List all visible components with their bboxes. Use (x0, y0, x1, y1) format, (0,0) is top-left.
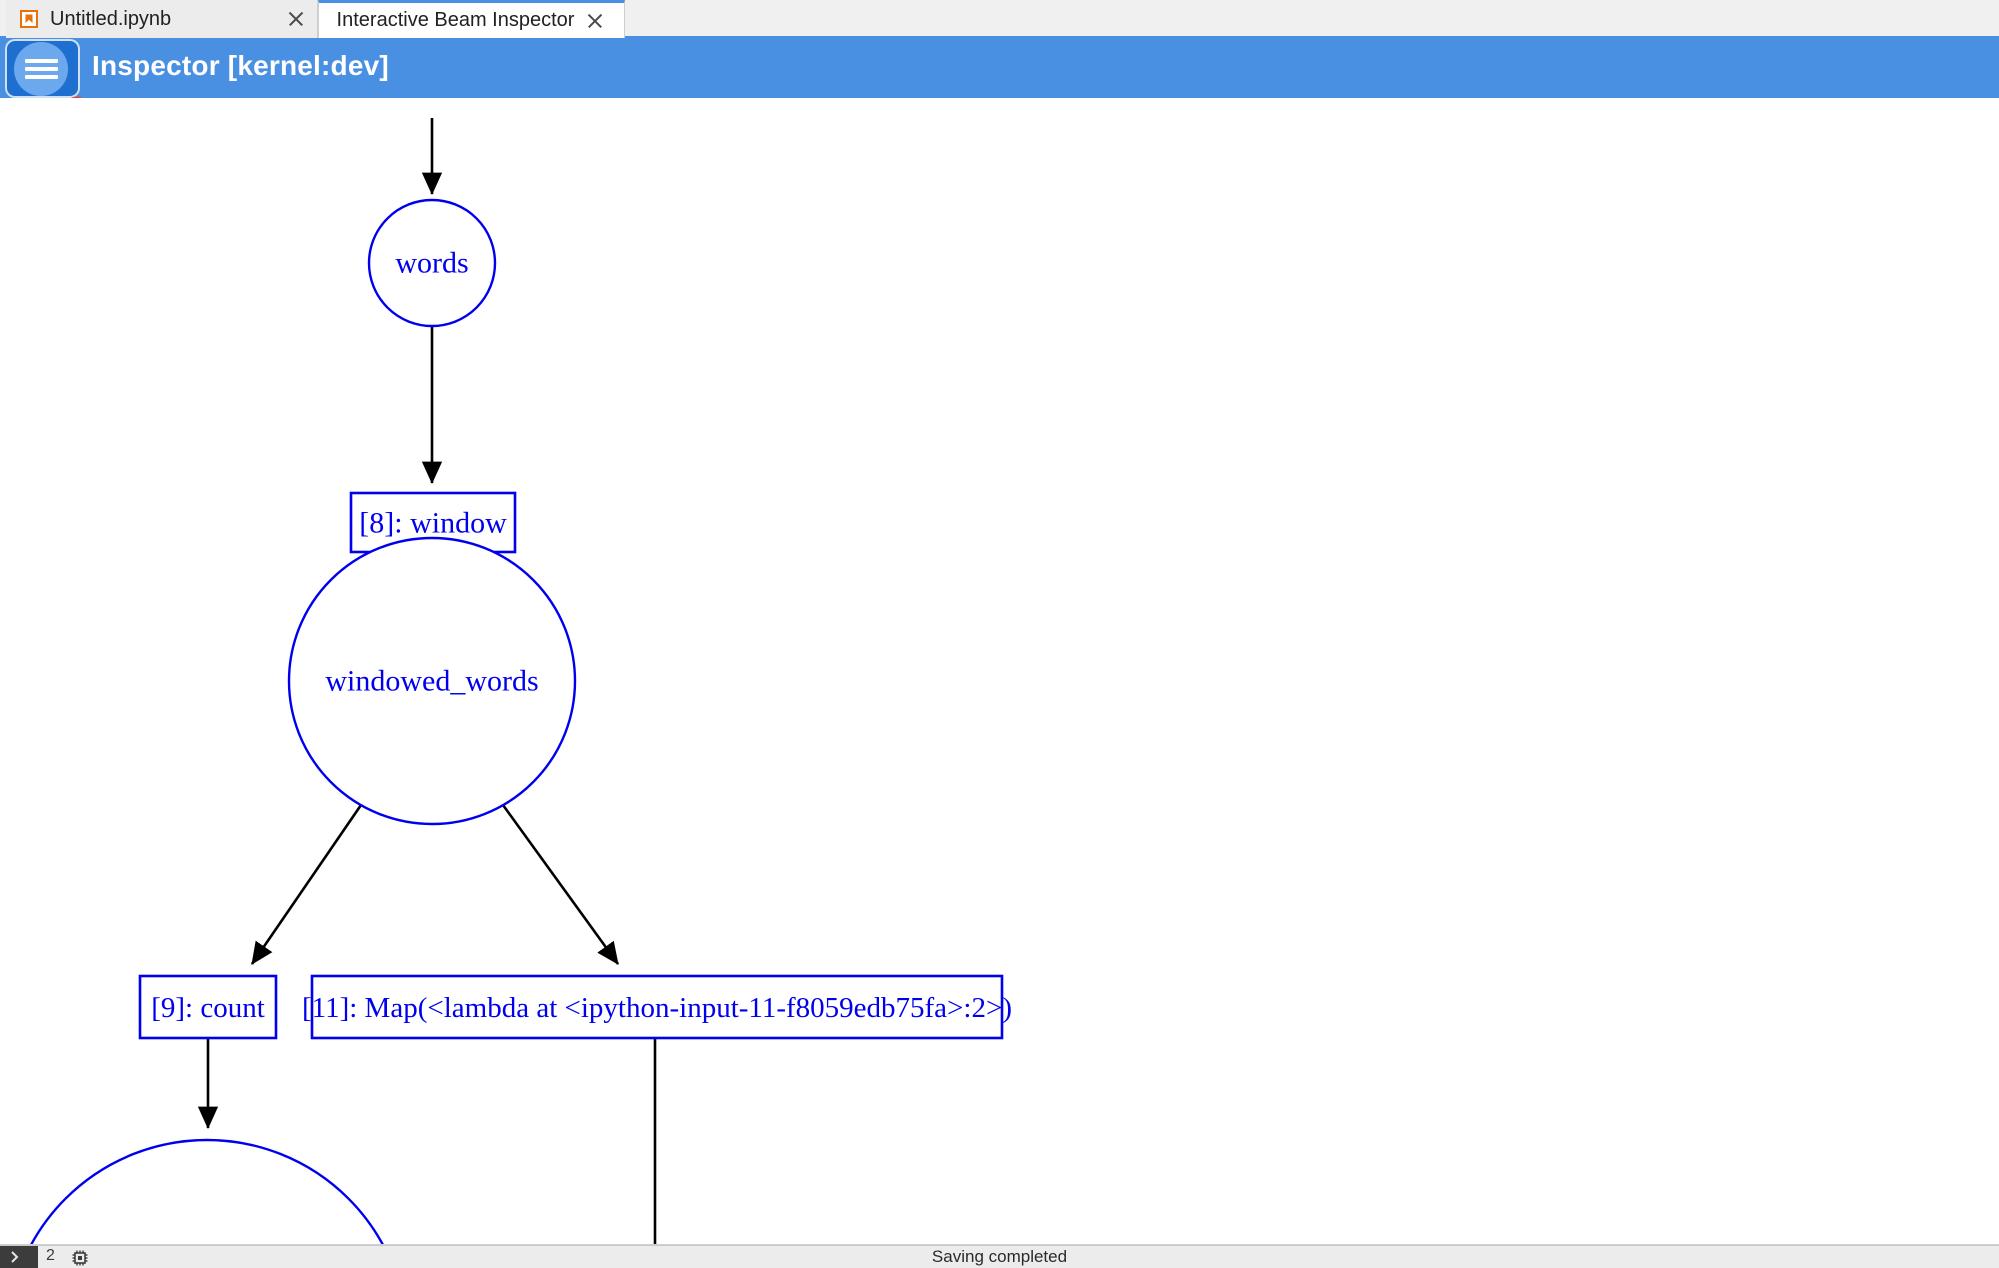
tab-label: Interactive Beam Inspector (336, 9, 575, 31)
node-label-window: [8]: window (359, 507, 507, 540)
graph-nodes[interactable]: words [8]: window windowed_words [9]: co… (7, 198, 1012, 1244)
tab-untitled-ipynb[interactable]: Untitled.ipynb (6, 0, 318, 38)
node-windowed-word-counts[interactable]: windowed_word_counts (7, 1138, 407, 1244)
hamburger-menu-icon (25, 59, 58, 63)
status-message: Saving completed (931, 1247, 1068, 1266)
node-count[interactable]: [9]: count (138, 974, 278, 1040)
app-header: Inspector [kernel:dev] (0, 38, 1999, 98)
node-label-map: [11]: Map(<lambda at <ipython-input-11-f… (302, 992, 1012, 1024)
tab-interactive-beam-inspector[interactable]: Interactive Beam Inspector (318, 0, 625, 38)
page-title: Inspector [kernel:dev] (92, 50, 389, 81)
running-sessions-count[interactable]: 2 (46, 1247, 55, 1264)
node-label-count: [9]: count (151, 992, 265, 1024)
close-icon[interactable] (584, 10, 606, 32)
node-windowed-words[interactable]: windowed_words (287, 536, 577, 826)
tab-label: Untitled.ipynb (50, 7, 172, 30)
hamburger-menu-icon-bar (25, 75, 58, 79)
close-icon[interactable] (285, 8, 307, 30)
beam-pipeline-graph[interactable]: words [8]: window windowed_words [9]: co… (0, 98, 1999, 1245)
notebook-icon (20, 10, 38, 28)
hamburger-menu-button[interactable] (7, 41, 78, 96)
terminal-icon[interactable] (0, 1246, 38, 1268)
kernel-chip-icon[interactable] (70, 1249, 90, 1267)
edge-windowedwords-to-count (250, 804, 363, 965)
node-words[interactable]: words (367, 198, 497, 328)
node-label-words: words (395, 247, 468, 280)
node-label-windowed-words: windowed_words (325, 665, 538, 698)
node-map[interactable]: [11]: Map(<lambda at <ipython-input-11-f… (302, 974, 1012, 1040)
hamburger-menu-icon-bar (25, 67, 58, 71)
tab-bar: Untitled.ipynb Interactive Beam Inspecto… (0, 0, 1999, 38)
status-bar: 2 Saving completed (0, 1245, 1999, 1268)
edge-windowedwords-to-map (501, 804, 620, 965)
